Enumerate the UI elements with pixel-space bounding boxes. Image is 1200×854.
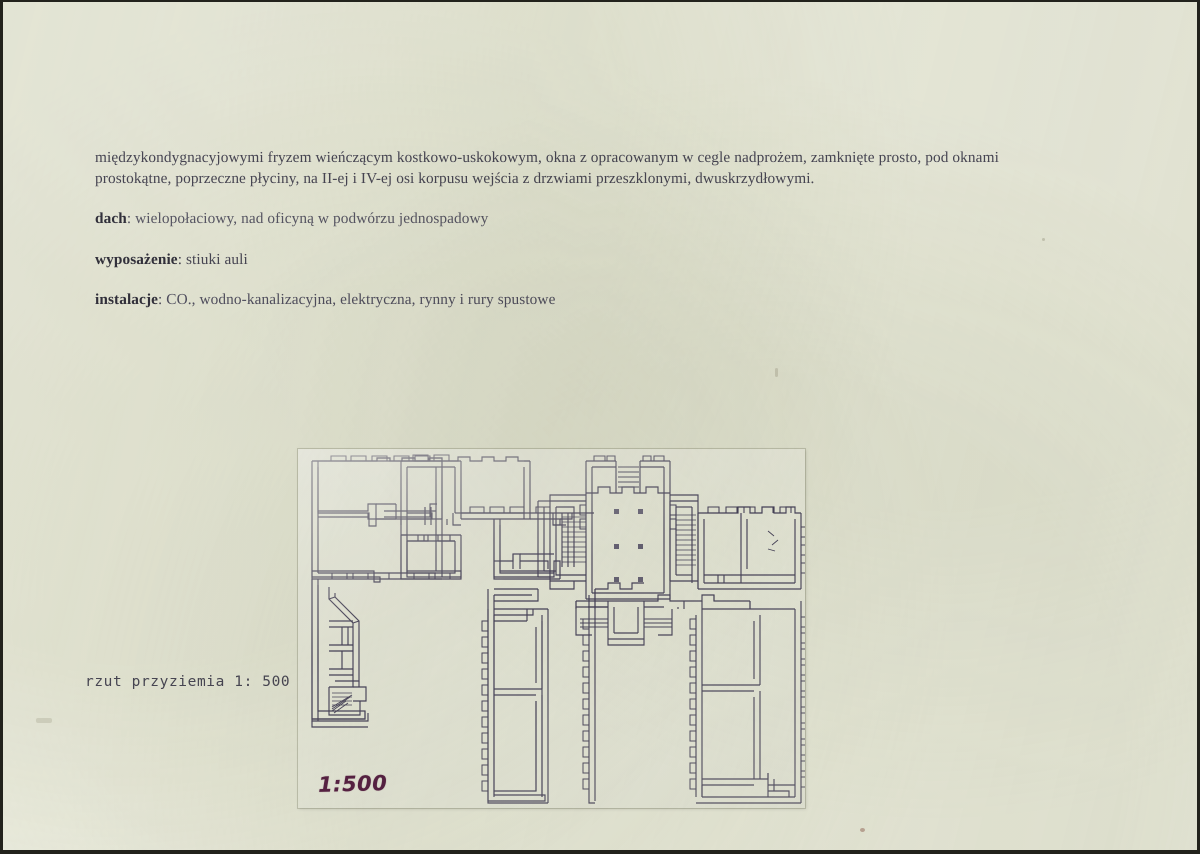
handwritten-scale-annotation: 1:500 <box>317 771 388 797</box>
page-edge-top <box>0 0 1200 2</box>
field-label-installations: instalacje <box>95 291 159 308</box>
description-paragraph-exterior: międzykondygnacyjowymi fryzem wieńczącym… <box>95 148 1095 189</box>
paper-speck <box>36 718 52 723</box>
field-value-roof: : wielopołaciowy, nad oficyną w podwórzu… <box>126 210 489 227</box>
paper-speck <box>1042 238 1045 241</box>
field-value-furnishing: : stiuki auli <box>177 250 248 268</box>
description-block: międzykondygnacyjowymi fryzem wieńczącym… <box>95 148 1095 331</box>
page-edge-bottom <box>0 850 1200 854</box>
page-edge-right <box>1197 0 1200 854</box>
description-paragraph-installations: instalacje: CO., wodno-kanalizacyjna, el… <box>95 290 1095 311</box>
field-label-roof: dach <box>95 210 127 227</box>
page-edge-left <box>0 0 3 854</box>
field-label-furnishing: wyposażenie <box>95 250 178 268</box>
figure-caption: rzut przyziemia 1: 500 <box>85 674 291 690</box>
paper-speck <box>860 828 865 832</box>
description-paragraph-furnishing: wyposażenie: stiuki auli <box>95 250 1095 271</box>
floor-plan-drawing <box>311 454 805 804</box>
paragraph-line: międzykondygnacyjowymi fryzem wieńczącym… <box>95 149 999 166</box>
paragraph-line: prostokątne, poprzeczne płyciny, na II-e… <box>95 169 815 187</box>
floor-plan-photo: 1:500 <box>298 449 805 808</box>
paper-speck <box>775 368 778 377</box>
description-paragraph-roof: dach: wielopołaciowy, nad oficyną w podw… <box>95 209 1095 230</box>
field-value-installations: : CO., wodno-kanalizacyjna, elektryczna,… <box>158 291 556 308</box>
